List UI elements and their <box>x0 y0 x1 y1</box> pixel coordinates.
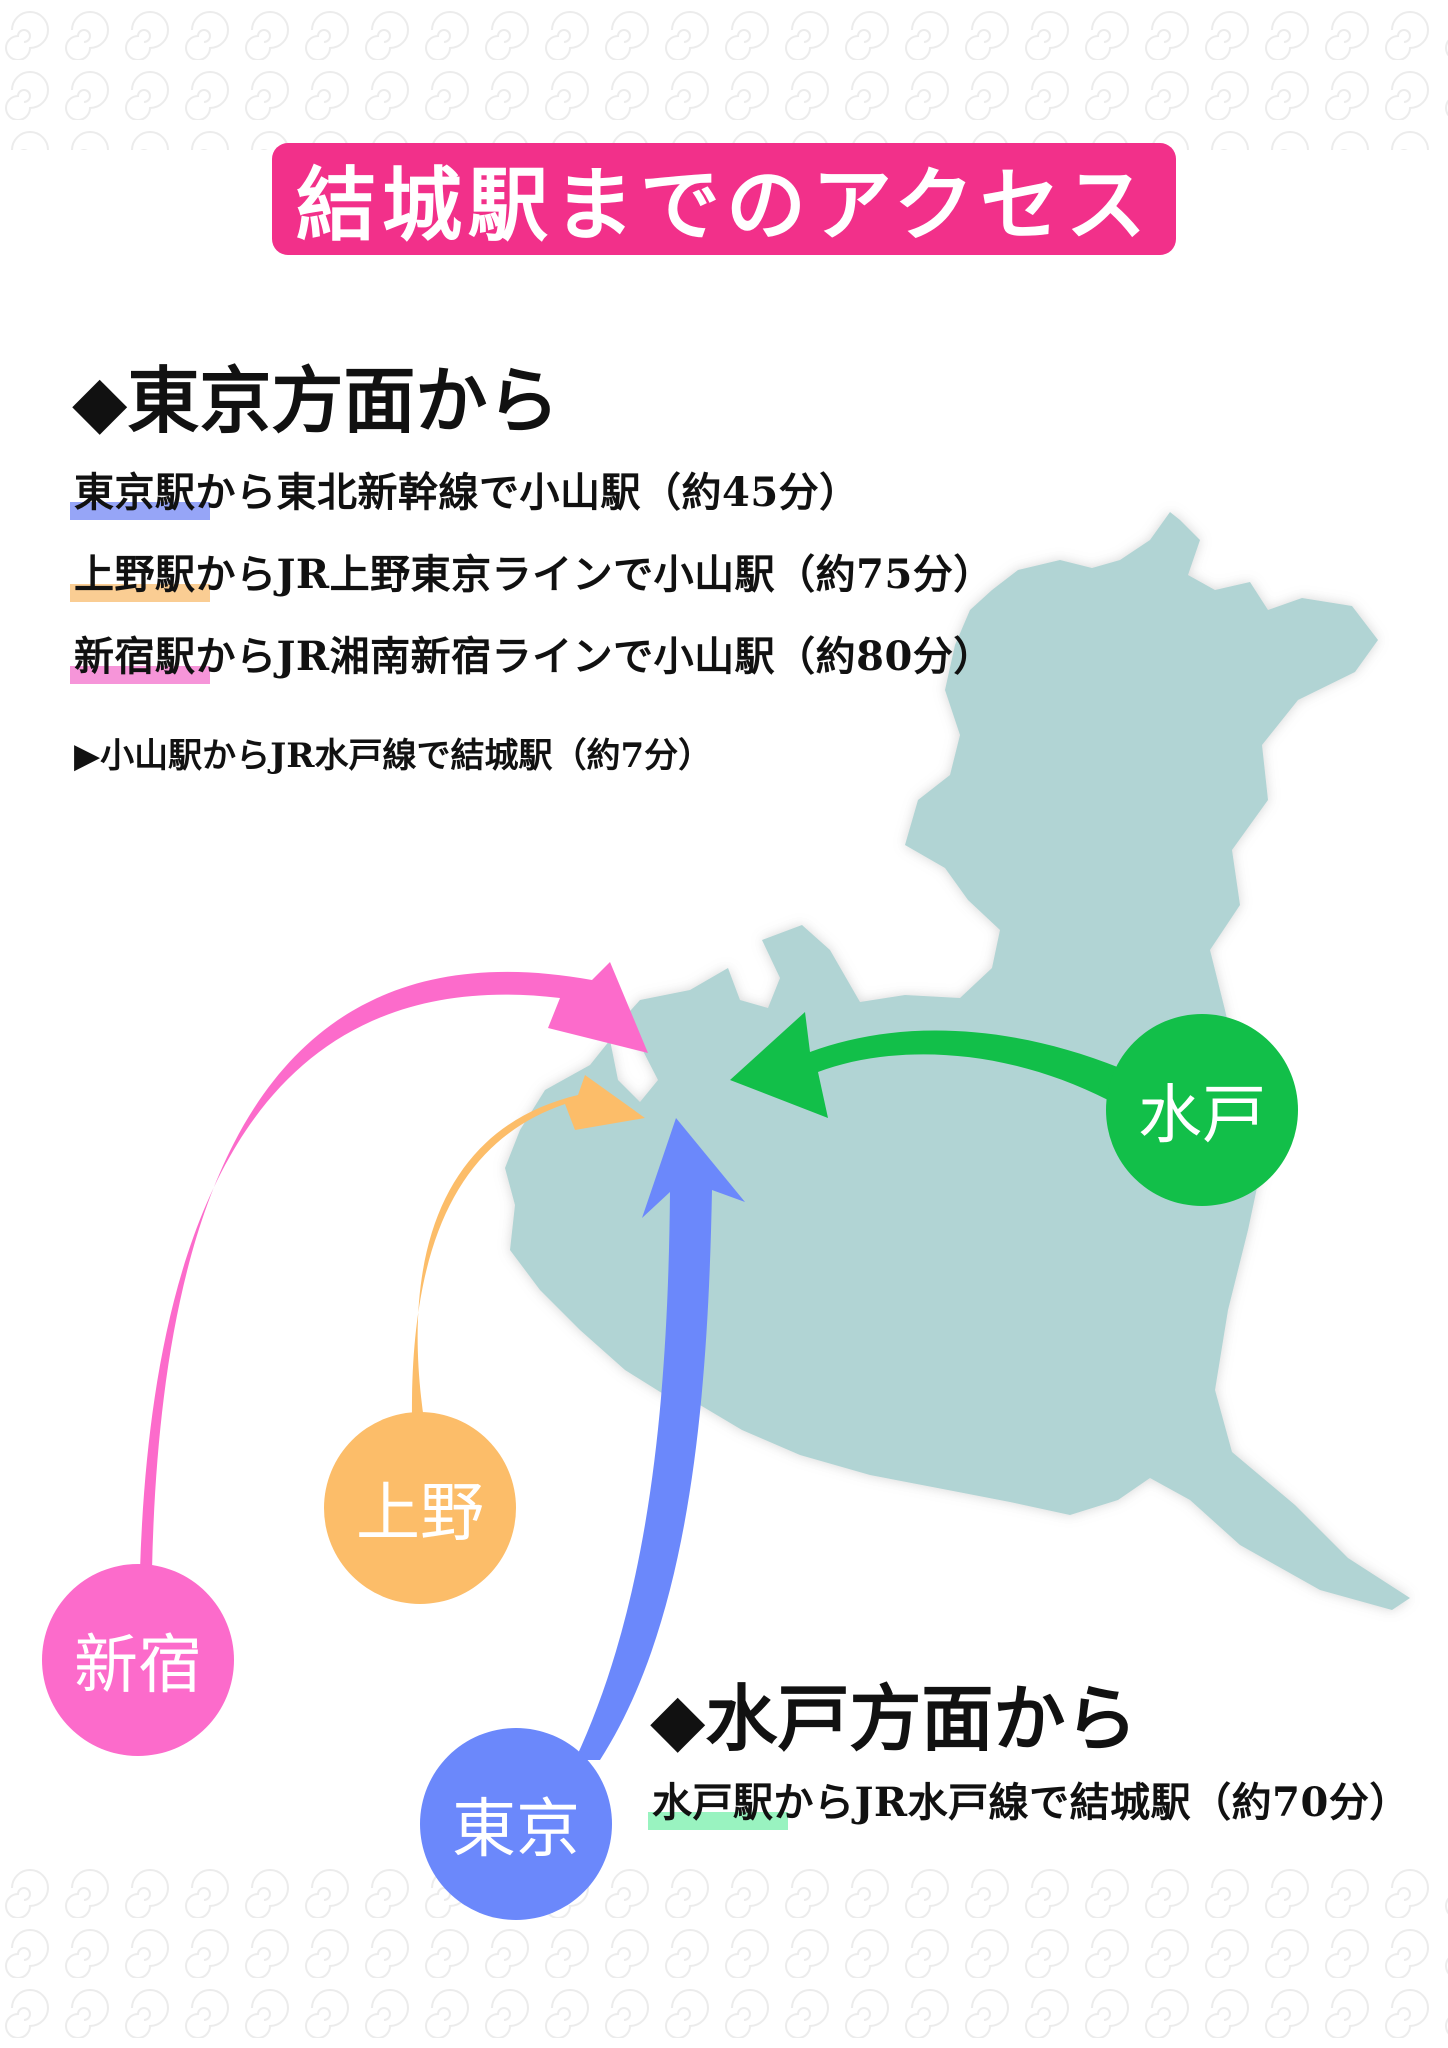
route-line-ueno: 上野駅からJR上野東京ラインで小山駅（約75分） <box>70 542 994 602</box>
route-line-tokyo: 東京駅から東北新幹線で小山駅（約45分） <box>70 460 860 520</box>
transfer-route-text: ▶小山駅からJR水戸線で結城駅（約7分） <box>74 736 713 776</box>
shinjuku-origin-bubble: 新宿 <box>42 1564 234 1756</box>
top-pattern-decoration <box>0 0 1448 150</box>
mito-highlight <box>648 1812 788 1830</box>
tokyo-section-heading: ◆東京方面から <box>72 358 560 443</box>
mito-route-arrow <box>730 1012 1120 1118</box>
tokyo-origin-bubble: 東京 <box>420 1728 612 1920</box>
route-text-tokyo: 東京駅から東北新幹線で小山駅（約45分） <box>74 469 860 516</box>
tokyo-highlight <box>70 502 210 520</box>
ueno-highlight <box>70 584 210 602</box>
route-text-ueno: 上野駅からJR上野東京ラインで小山駅（約75分） <box>74 551 994 598</box>
ueno-route-arrow <box>411 1075 645 1420</box>
shinjuku-highlight <box>70 666 210 684</box>
mito-origin-label: 水戸 <box>1138 1079 1266 1153</box>
route-text-mito: 水戸駅からJR水戸線で結城駅（約70分） <box>652 1779 1410 1826</box>
mito-section-heading: ◆水戸方面から <box>650 1676 1138 1761</box>
mito-origin-bubble: 水戸 <box>1106 1014 1298 1206</box>
shinjuku-origin-label: 新宿 <box>74 1629 202 1703</box>
ueno-origin-label: 上野 <box>356 1477 484 1551</box>
shinjuku-route-arrow <box>140 962 648 1570</box>
page-title: 結城駅までのアクセス <box>296 158 1152 252</box>
ueno-origin-bubble: 上野 <box>324 1412 516 1604</box>
route-text-shinjuku: 新宿駅からJR湘南新宿ラインで小山駅（約80分） <box>74 633 994 680</box>
title-banner: 結城駅までのアクセス <box>272 143 1176 255</box>
route-line-mito: 水戸駅からJR水戸線で結城駅（約70分） <box>648 1770 1410 1830</box>
tokyo-route-arrow <box>575 1118 745 1760</box>
prefecture-shape <box>505 512 1410 1610</box>
bottom-pattern-decoration <box>0 1858 1448 2048</box>
route-line-shinjuku: 新宿駅からJR湘南新宿ラインで小山駅（約80分） <box>70 624 994 684</box>
tokyo-origin-label: 東京 <box>452 1793 580 1867</box>
